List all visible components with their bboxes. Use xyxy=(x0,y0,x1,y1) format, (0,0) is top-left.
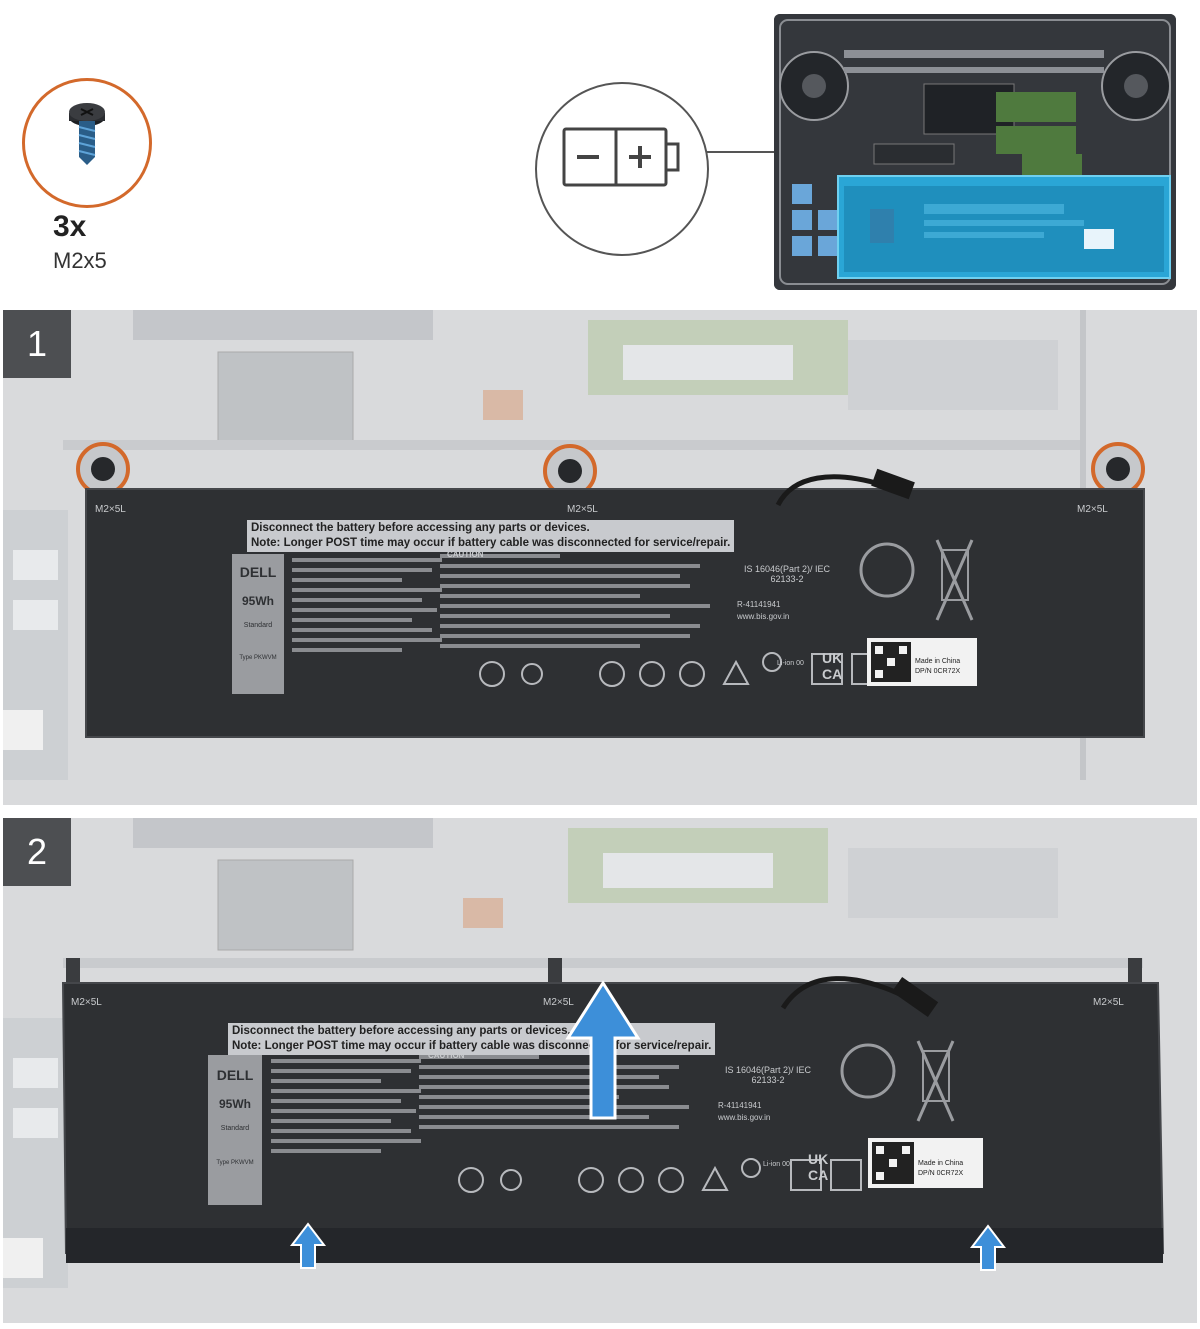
ukca-mark: UK CA xyxy=(808,1151,829,1183)
laptop-interior-illustration xyxy=(774,14,1176,290)
battery-type: Standard xyxy=(220,1125,250,1132)
li-ion-mark: Li-ion 00 xyxy=(763,1161,790,1168)
regulatory-text-block xyxy=(271,1055,862,1193)
screw-mark-right: M2×5L xyxy=(1093,997,1124,1008)
dpn: DP/N 0CR72X xyxy=(915,668,961,675)
battery-type-code: Type PKWVM xyxy=(216,1160,254,1166)
warning-line-1: Disconnect the battery before accessing … xyxy=(232,1025,571,1037)
is-standard: IS 16046(Part 2)/ IEC 62133-2 xyxy=(724,1065,812,1085)
lift-arrow-icon xyxy=(565,980,641,1120)
recycle-bin-icon xyxy=(840,1040,955,1122)
lift-arrow-icon xyxy=(969,1224,1007,1271)
step-number-badge: 2 xyxy=(3,818,71,886)
battery-cable xyxy=(775,468,915,507)
caution-heading: CAUTION xyxy=(447,550,484,559)
is-standard: IS 16046(Part 2)/ IEC 62133-2 xyxy=(743,564,831,584)
dell-logo-block: DELL 95Wh Standard Type PKWVM xyxy=(208,1055,262,1205)
screw-mark-left: M2×5L xyxy=(95,504,126,515)
dpn: DP/N 0CR72X xyxy=(918,1170,964,1177)
battery-cable xyxy=(780,976,939,1017)
lift-arrow-icon xyxy=(289,1222,327,1269)
bis-url: www.bis.gov.in xyxy=(737,612,790,621)
screw-highlight xyxy=(543,444,597,498)
screw-mark-right: M2×5L xyxy=(1077,504,1108,515)
step-number-badge: 1 xyxy=(3,310,71,378)
battery-capacity: 95Wh xyxy=(241,594,274,608)
made-in: Made in China xyxy=(915,658,961,665)
screw-mark-center: M2×5L xyxy=(567,504,598,515)
kc-code: R-41141941 xyxy=(718,1101,762,1110)
screw-quantity: 3x xyxy=(53,210,87,243)
made-in: Made in China xyxy=(918,1160,964,1167)
step-1-panel: 1 M2×5L M2×5L M2×5L Disconnect the batte… xyxy=(3,310,1197,805)
screw-icon xyxy=(69,103,105,165)
dell-logo: DELL xyxy=(216,1067,254,1083)
warning-line-2: Note: Longer POST time may occur if batt… xyxy=(251,537,731,549)
qr-code xyxy=(872,1142,914,1184)
caution-heading: CAUTION xyxy=(428,1051,465,1060)
battery: M2×5L M2×5L M2×5L Disconnect the battery… xyxy=(85,488,1145,738)
screw-callout xyxy=(22,78,152,208)
screw-spec: M2x5 xyxy=(53,248,107,273)
ukca-mark: UK CA xyxy=(822,650,843,682)
bis-url: www.bis.gov.in xyxy=(718,1113,771,1122)
kc-code: R-41141941 xyxy=(737,600,781,609)
battery-warning: Disconnect the battery before accessing … xyxy=(247,520,735,552)
warning-line-1: Disconnect the battery before accessing … xyxy=(251,522,590,534)
battery-icon xyxy=(562,127,680,187)
dell-logo: DELL xyxy=(239,564,277,580)
qr-code xyxy=(871,642,911,682)
step-number: 2 xyxy=(26,831,48,872)
regulatory-text-block xyxy=(292,554,883,687)
laptop-overview-thumbnail xyxy=(774,14,1176,290)
screw-mark-left: M2×5L xyxy=(71,997,102,1008)
battery-capacity: 95Wh xyxy=(218,1097,251,1111)
barcode-label: Made in China DP/N 0CR72X xyxy=(867,638,977,686)
step-2-panel: 2 M2×5L M2×5L M2×5L Disconnect the batte… xyxy=(3,818,1197,1323)
recycle-bin-icon xyxy=(859,539,974,621)
step-2-illustration xyxy=(3,818,1143,1288)
screw-mark-center: M2×5L xyxy=(543,997,574,1008)
barcode-label: Made in China DP/N 0CR72X xyxy=(868,1138,983,1188)
battery-type-code: Type PKWVM xyxy=(239,655,277,661)
dell-logo-block: DELL 95Wh Standard Type PKWVM xyxy=(232,554,284,694)
battery-type: Standard xyxy=(243,622,273,629)
step-number: 1 xyxy=(26,323,48,364)
li-ion-mark: Li-ion 00 xyxy=(777,660,804,667)
battery-location-callout xyxy=(535,82,709,256)
